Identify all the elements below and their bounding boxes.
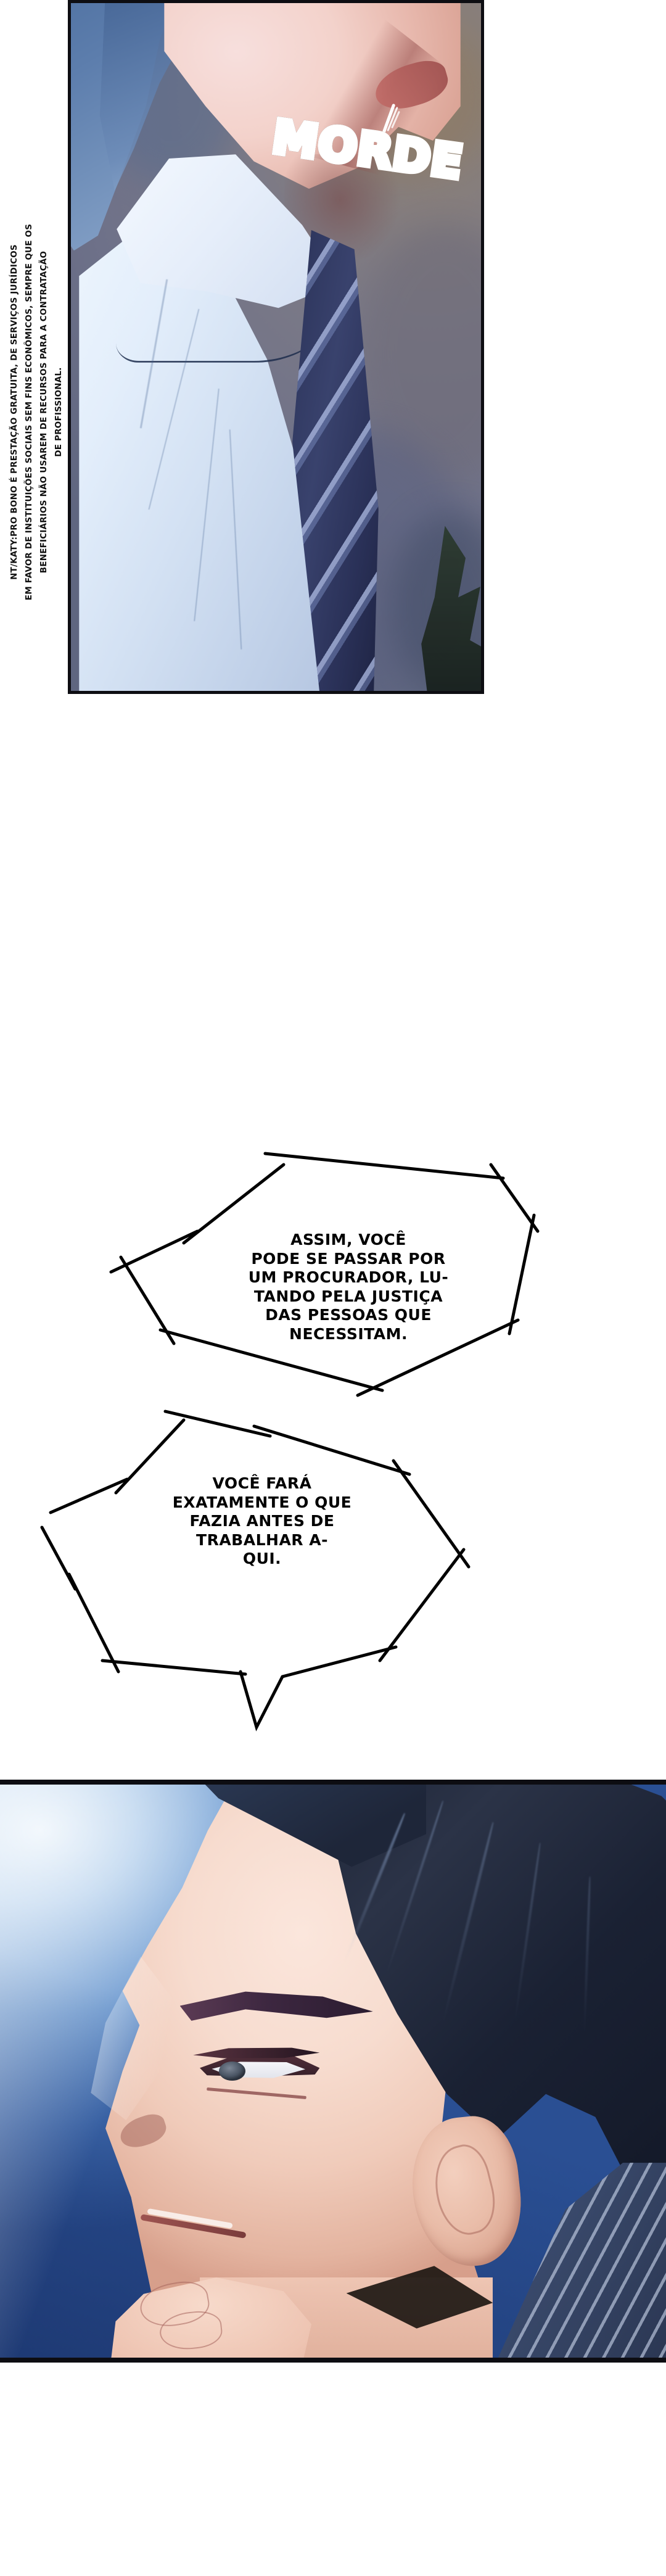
collar-outline (116, 207, 346, 363)
dialogue-area: ASSIM, VOCÊ PODE SE PASSAR POR UM PROCUR… (0, 1080, 666, 1770)
translator-note: NT/KATY:PRO BONO É PRESTAÇÃO GRATUITA, D… (9, 223, 64, 601)
panel-neck-closeup: MORDE (68, 0, 484, 694)
eye-iris (219, 2061, 245, 2081)
panel-profile-face (0, 1780, 666, 2363)
speech-bubble-2-text: VOCÊ FARÁ EXATAMENTE O QUE FAZIA ANTES D… (172, 1474, 352, 1567)
character-eyelash (193, 2047, 320, 2058)
speech-bubble-1: ASSIM, VOCÊ PODE SE PASSAR POR UM PROCUR… (92, 1117, 549, 1406)
speech-bubble-2: VOCÊ FARÁ EXATAMENTE O QUE FAZIA ANTES D… (37, 1382, 481, 1732)
speech-bubble-1-text: ASSIM, VOCÊ PODE SE PASSAR POR UM PROCUR… (248, 1231, 449, 1343)
